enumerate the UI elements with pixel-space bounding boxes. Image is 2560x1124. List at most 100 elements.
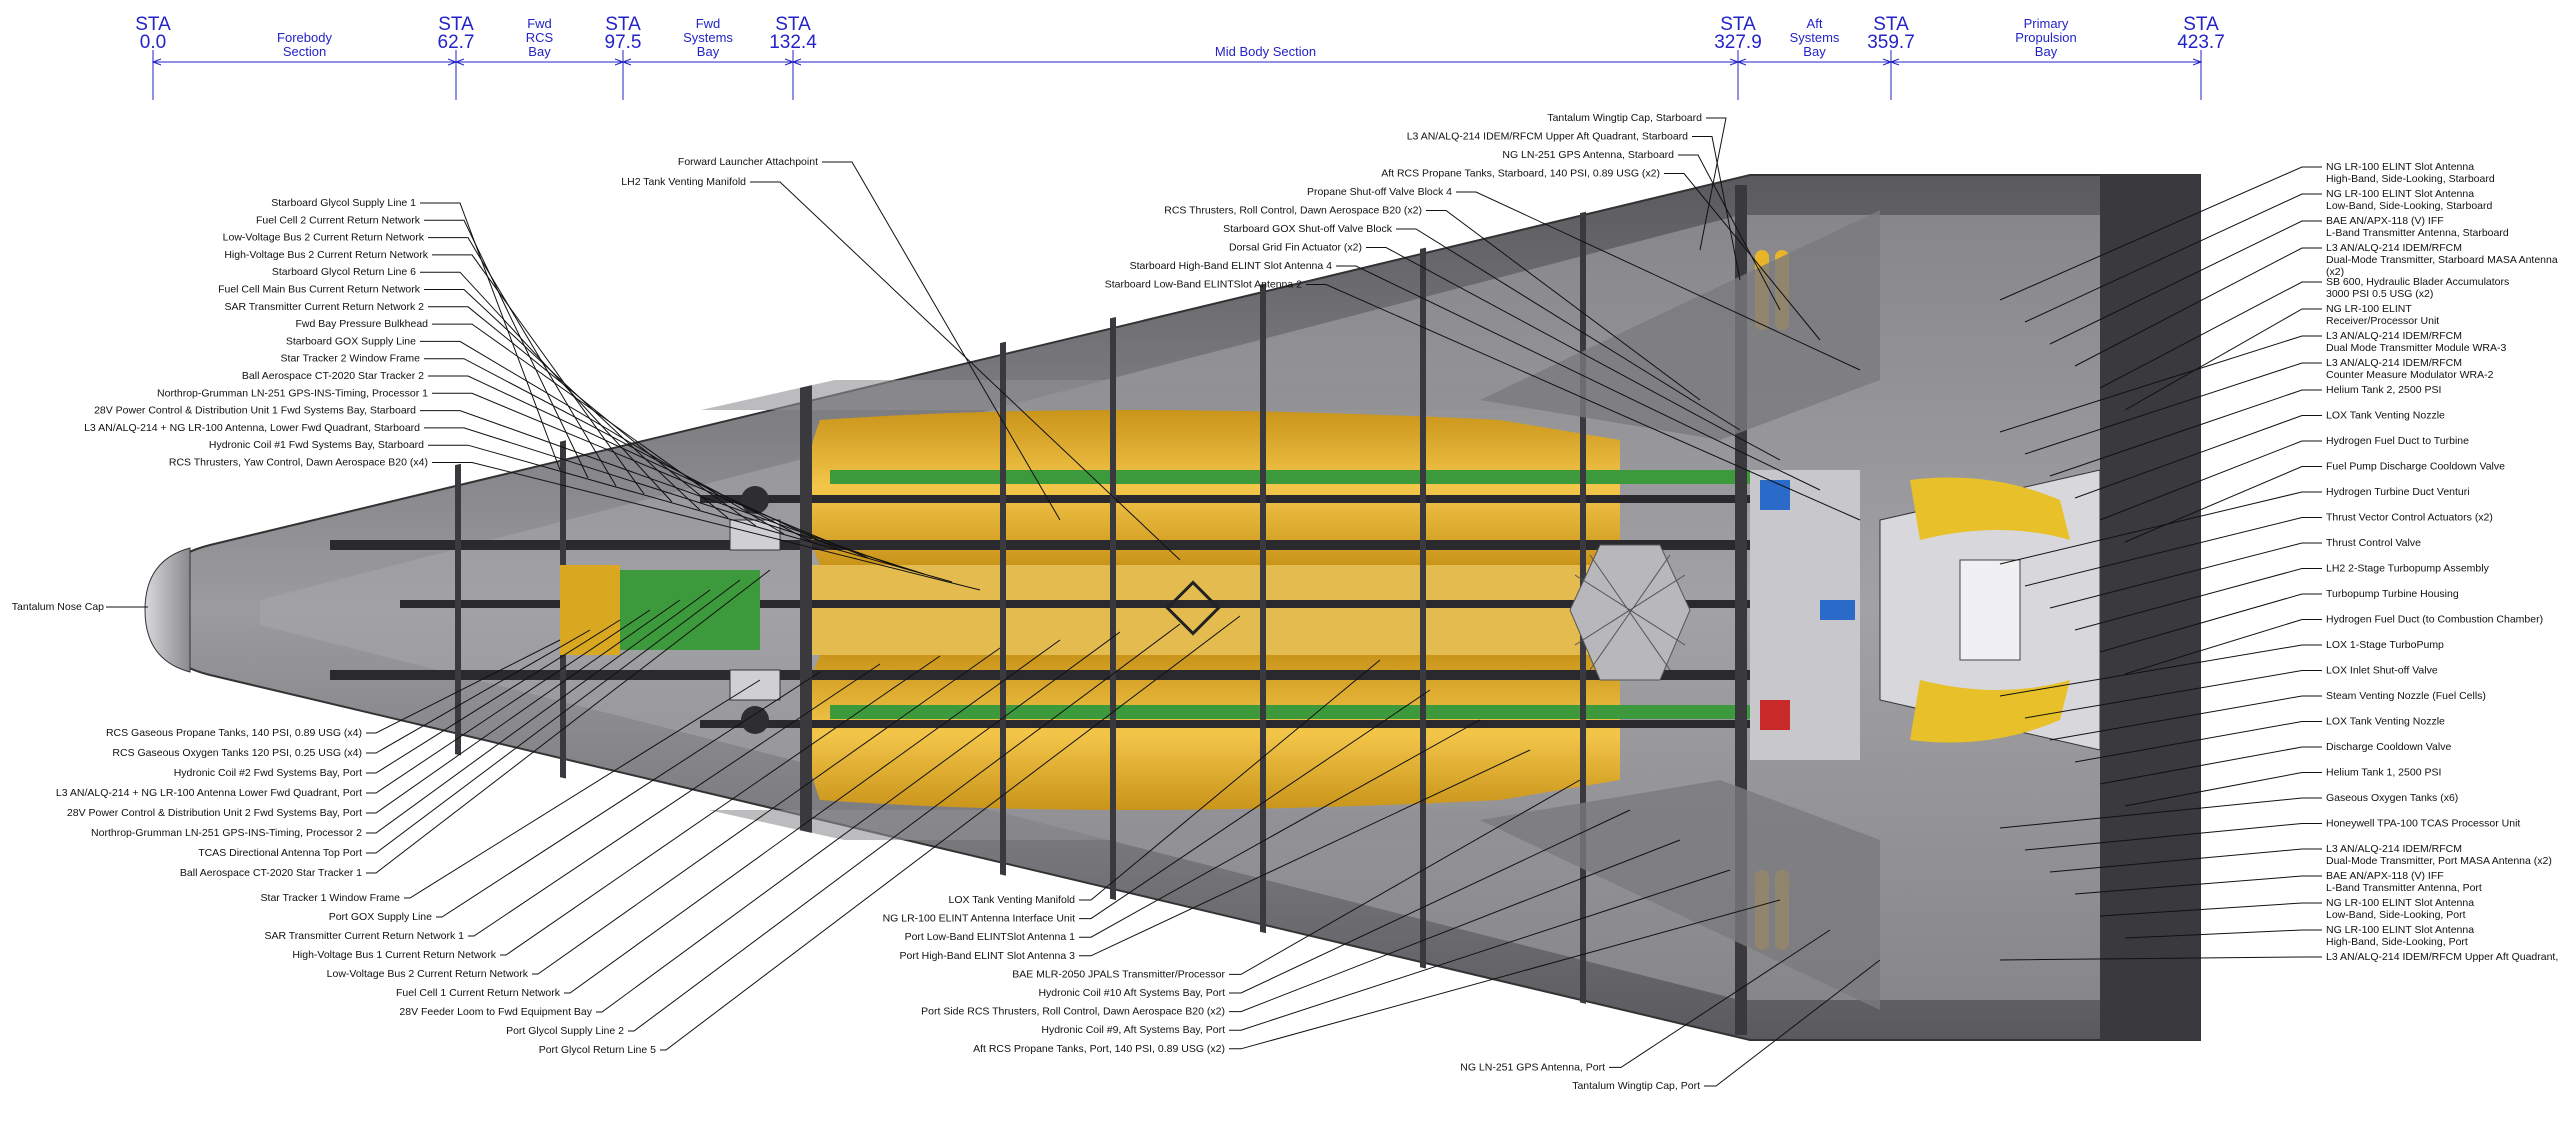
callout-label: Hydrogen Fuel Duct to Turbine [2326, 435, 2469, 447]
leader-line [2124, 619, 2322, 675]
callout-label: Tantalum Wingtip Cap, Port [1572, 1080, 1700, 1092]
leader-line [432, 392, 869, 559]
leader-line [2074, 568, 2322, 631]
station-value: 62.7 [438, 32, 475, 53]
leader-line [2024, 517, 2322, 587]
leader-line [1229, 839, 1681, 1013]
mesh-panel [1569, 544, 1691, 681]
callout-label: Gaseous Oxygen Tanks (x6) [2326, 792, 2458, 804]
callout-label: Star Tracker 2 Window Frame [281, 353, 421, 365]
callout-label: L3 AN/ALQ-214 IDEM/RFCM Upper Aft Quadra… [1407, 131, 1688, 143]
vehicle-interior [330, 175, 2200, 1040]
callout-label: Hydronic Coil #10 Aft Systems Bay, Port [1038, 987, 1225, 999]
callout-label: Northrop-Grumman LN-251 GPS-INS-Timing, … [91, 827, 362, 839]
leader-line [366, 569, 771, 874]
callout-label: Hydronic Coil #1 Fwd Systems Bay, Starbo… [209, 439, 424, 451]
callout-label: NG LR-100 ELINT [2326, 303, 2412, 315]
callout-label: Hydronic Coil #2 Fwd Systems Bay, Port [174, 767, 362, 779]
callout-label: 3000 PSI 0.5 USG (x2) [2326, 288, 2433, 300]
leader-line [436, 671, 821, 918]
callout-label: Starboard Low-Band ELINTSlot Antenna 2 [1105, 279, 1302, 291]
leader-line [2074, 415, 2322, 499]
section-label: Fwd [527, 16, 552, 31]
callout-label: Port GOX Supply Line [329, 911, 432, 923]
leader-line [1999, 335, 2322, 433]
leader-line [404, 679, 761, 899]
callout-label: RCS Thrusters, Roll Control, Dawn Aerosp… [1164, 205, 1422, 217]
leader-line [2024, 193, 2322, 323]
leader-line [2074, 875, 2322, 895]
section-label: Mid Body Section [1215, 44, 1316, 59]
section-label: Primary [2024, 16, 2069, 31]
leader-line [2099, 281, 2322, 389]
callout-label: High-Voltage Bus 1 Current Return Networ… [292, 949, 496, 961]
leader-line [1456, 191, 1861, 371]
station-value: 132.4 [769, 32, 817, 53]
callout-label: Tantalum Wingtip Cap, Starboard [1547, 112, 1702, 124]
leader-line [1999, 797, 2322, 829]
leader-line [432, 462, 981, 591]
callout-label: Hydrogen Fuel Duct (to Combustion Chambe… [2326, 614, 2543, 626]
callout-label: BAE AN/APX-118 (V) IFF [2326, 215, 2444, 227]
leader-line [366, 639, 561, 734]
callout-label: Starboard GOX Shut-off Valve Block [1223, 223, 1393, 235]
leader-line [2099, 902, 2322, 917]
callout-label: Starboard Glycol Supply Line 1 [271, 197, 416, 209]
leader-line [2049, 542, 2322, 609]
callout-label: (x2) [2326, 266, 2344, 278]
callout-label: L3 AN/ALQ-214 IDEM/RFCM [2326, 330, 2462, 342]
callout-label: Port Glycol Supply Line 2 [506, 1025, 624, 1037]
callout-label: Starboard GOX Supply Line [286, 335, 416, 347]
callout-label: LOX Tank Venting Nozzle [2326, 410, 2445, 422]
station-value: 0.0 [140, 32, 166, 53]
leader-line [424, 219, 589, 479]
callout-label: Dual-Mode Transmitter, Port MASA Antenna… [2326, 855, 2552, 867]
leader-line [1336, 265, 1821, 491]
callout-label: Thrust Vector Control Actuators (x2) [2326, 512, 2493, 524]
dimension-arrow [454, 58, 465, 66]
section-label: Bay [697, 44, 720, 59]
callout-label: SAR Transmitter Current Return Network 2 [224, 301, 424, 313]
callout-label: Aft RCS Propane Tanks, Starboard, 140 PS… [1381, 168, 1660, 180]
leader-line [1999, 956, 2322, 961]
leader-line [1306, 284, 1861, 521]
callout-label: LH2 2-Stage Turbopump Assembly [2326, 563, 2490, 575]
callout-label: Turbopump Turbine Housing [2326, 588, 2459, 600]
callout-label: Port High-Band ELINT Slot Antenna 3 [900, 950, 1076, 962]
callout-label: Starboard High-Band ELINT Slot Antenna 4 [1130, 260, 1333, 272]
leader-line [500, 655, 941, 956]
callout-label: L3 AN/ALQ-214 + NG LR-100 Antenna Lower … [56, 787, 362, 799]
leader-line [420, 410, 897, 567]
leader-line [1079, 719, 1481, 938]
station-label: STA [1720, 14, 1756, 35]
leader-line [424, 358, 813, 543]
upper-propellant-tank [805, 410, 1620, 565]
callout-label: Thrust Control Valve [2326, 537, 2421, 549]
station-value: 359.7 [1867, 32, 1915, 53]
callout-label: Fuel Cell 1 Current Return Network [396, 987, 561, 999]
leader-line [660, 615, 1241, 1051]
callout-label: Steam Venting Nozzle (Fuel Cells) [2326, 690, 2486, 702]
callout-label: L3 AN/ALQ-214 + NG LR-100 Antenna, Lower… [84, 422, 420, 434]
dimension-arrow [1889, 58, 1900, 66]
lower-propellant-tank [805, 655, 1620, 810]
station-label: STA [2183, 14, 2219, 35]
callout-label: High-Band, Side-Looking, Starboard [2326, 173, 2495, 185]
callout-label: High-Band, Side-Looking, Port [2326, 936, 2468, 948]
leader-line [366, 609, 651, 794]
callout-label: Star Tracker 1 Window Frame [261, 892, 401, 904]
leader-line [366, 599, 681, 814]
callout-label: NG LR-100 ELINT Slot Antenna [2326, 924, 2474, 936]
leader-line [2099, 593, 2322, 653]
station-label: STA [1873, 14, 1909, 35]
callout-label: Helium Tank 1, 2500 PSI [2326, 767, 2441, 779]
callout-label: TCAS Directional Antenna Top Port [198, 847, 362, 859]
callout-label: SB 600, Hydraulic Blader Accumulators [2326, 276, 2509, 288]
callout-label: High-Voltage Bus 2 Current Return Networ… [224, 249, 428, 261]
callouts: Starboard Glycol Supply Line 1 Fuel Cell … [12, 112, 2560, 1092]
callout-label: Fuel Cell 2 Current Return Network [256, 214, 421, 226]
leader-line [1079, 749, 1531, 957]
callout-label: Hydrogen Turbine Duct Venturi [2326, 486, 2470, 498]
callout-label: Dual-Mode Transmitter, Starboard MASA An… [2326, 254, 2558, 266]
